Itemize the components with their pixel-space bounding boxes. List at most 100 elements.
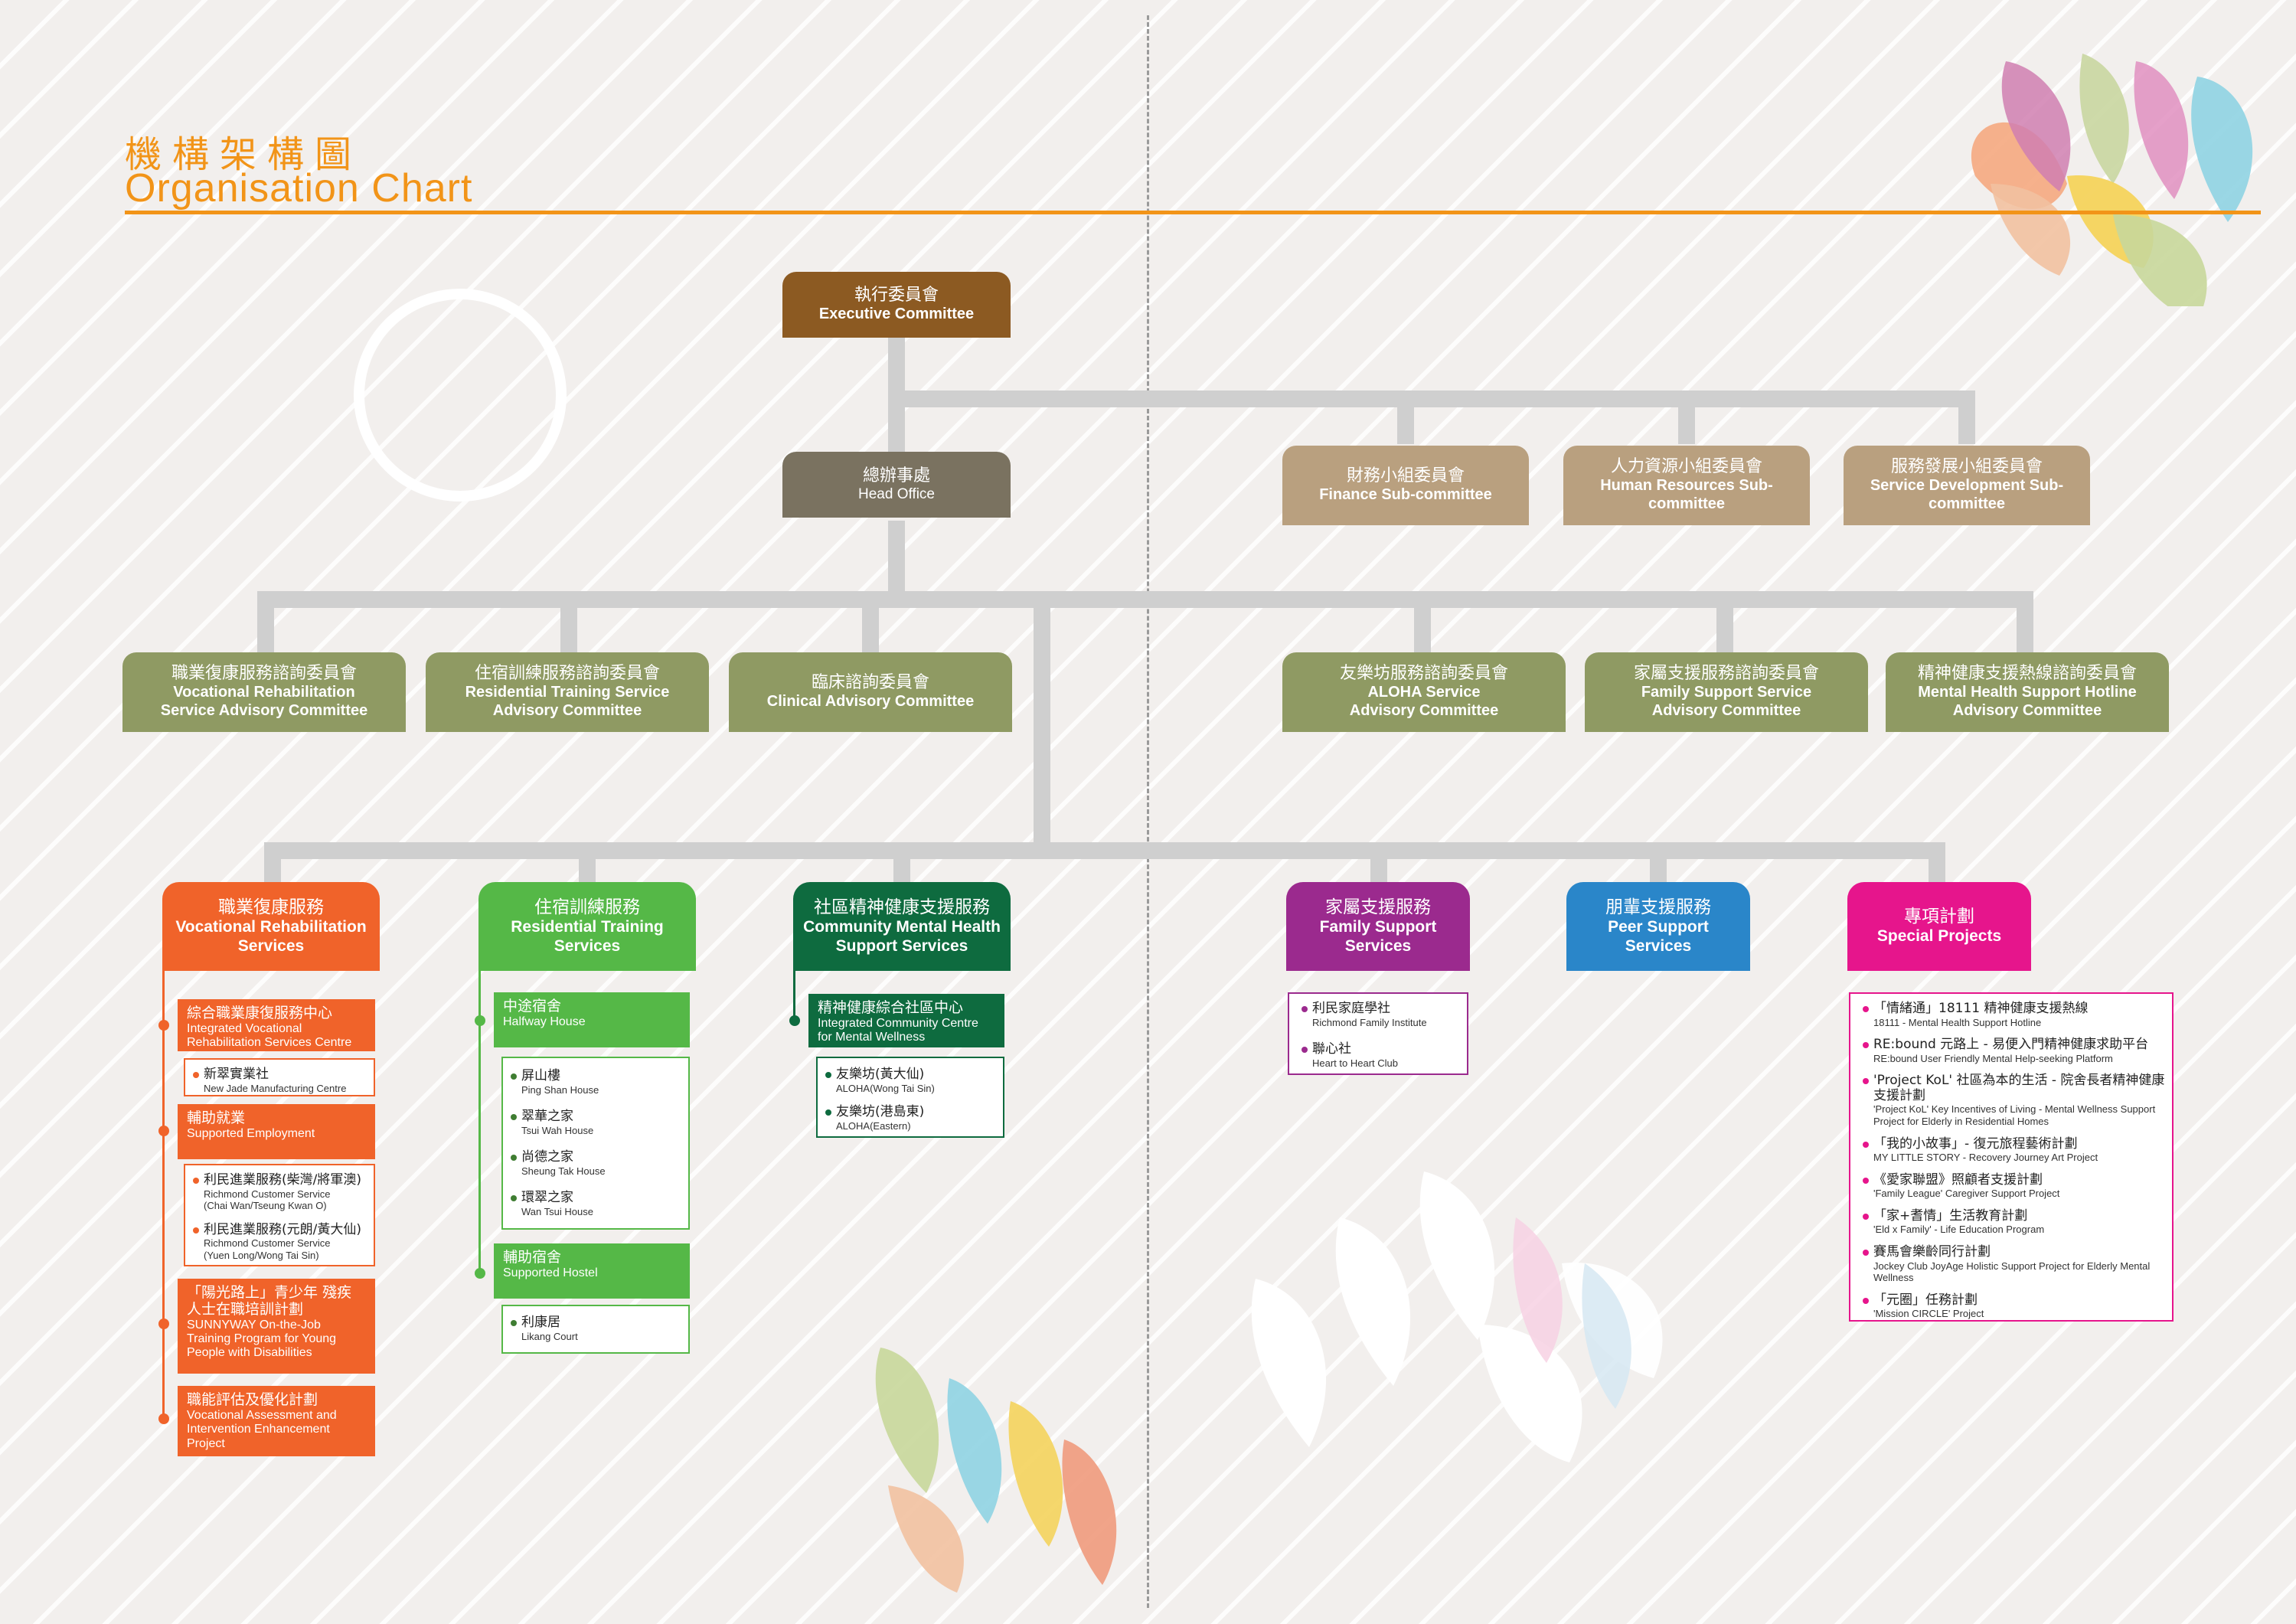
vocational-unit-3-en: SUNNYWAY On-the-Job Training Program for… [187,1318,337,1360]
list-item-zh: 聯心社 [1312,1041,1351,1057]
connector-adv-3 [862,591,879,652]
list-item-zh: 利民家庭學社 [1312,1001,1390,1016]
list-item-zh: 新翠實業社 [204,1067,269,1082]
advisory-hotline-box: 精神健康支援熱線諮詢委員會 Mental Health Support Hotl… [1886,652,2169,732]
connector-subcommittee-bar [888,390,1975,407]
connector-svc-5 [1650,842,1667,882]
connector-advisory-bar [257,591,2033,608]
list-item-zh: 「家+耆情」生活教育計劃 [1873,1207,2028,1224]
executive-committee-zh: 執行委員會 [854,286,939,306]
hr-subcommittee-zh: 人力資源小組委員會 [1610,457,1762,477]
vocational-unit-1-zh: 綜合職業康復服務中心 [187,1005,333,1021]
residential-unit-2-zh: 輔助宿舍 [503,1249,562,1266]
list-item-en: Wan Tsui House [521,1205,593,1217]
residential-unit-1-en: Halfway House [503,1015,586,1028]
hr-subcommittee-en: Human Resources Sub-committee [1600,477,1773,512]
residential-unit-1-dot [475,1015,485,1026]
list-item-zh: RE:bound 元路上 - 易便入門精神健康求助平台 [1873,1037,2149,1053]
vocational-unit-2-en: Supported Employment [187,1126,315,1140]
community-unit-1-zh: 精神健康綜合社區中心 [818,999,964,1016]
executive-committee-en: Executive Committee [818,306,975,323]
connector-services-bar [264,842,1945,859]
list-item-zh: 屏山樓 [521,1068,560,1083]
service-residential-zh: 住宿訓練服務 [534,897,640,917]
connector-finance [1397,390,1414,444]
list-item: 利民進業服務(元朗/黃大仙) Richmond Customer Service… [193,1221,364,1262]
vocational-unit-2-zh: 輔助就業 [187,1109,246,1126]
list-item-zh: 《愛家聯盟》照顧者支援計劃 [1873,1171,2043,1188]
list-item-zh: 友樂坊(黃大仙) [836,1067,925,1082]
service-special-zh: 專項計劃 [1904,907,1974,927]
head-office-zh: 總辦事處 [862,466,930,485]
vocational-unit-4-en: Vocational Assessment and Intervention E… [187,1408,337,1450]
vocational-unit-1-list: 新翠實業社 New Jade Manufacturing Centre [184,1058,375,1096]
residential-unit-2-list: 利康居 Likang Court [501,1305,690,1354]
decorative-petals-top-right [1971,54,2253,306]
connector-svc-4 [1370,842,1387,882]
list-item-zh: 利民進業服務(元朗/黃大仙) [204,1221,361,1237]
head-office-box: 總辦事處 Head Office [782,452,1011,518]
list-item-en: 'Family League' Caregiver Support Projec… [1873,1188,2060,1200]
service-family-box: 家屬支援服務 Family Support Services [1286,882,1470,971]
list-item-en: Sheung Tak House [521,1165,606,1177]
list-item: 《愛家聯盟》照顧者支援計劃 'Family League' Caregiver … [1863,1171,2166,1200]
advisory-residential-box: 住宿訓練服務諮詢委員會 Residential Training Service… [426,652,709,732]
connector-svc-6 [1929,842,1945,882]
list-item: 新翠實業社 New Jade Manufacturing Centre [193,1067,364,1094]
residential-branch-line [478,971,481,1277]
advisory-residential-en: Residential Training Service Advisory Co… [465,684,670,719]
list-item: 「我的小故事」- 復元旅程藝術計劃 MY LITTLE STORY - Reco… [1863,1135,2166,1164]
special-projects-list: 「情緒通」18111 精神健康支援熱線 18111 - Mental Healt… [1849,992,2174,1322]
list-item-en: New Jade Manufacturing Centre [204,1082,347,1094]
advisory-clinical-zh: 臨床諮詢委員會 [811,673,929,693]
vocational-unit-3-zh: 「陽光路上」青少年 殘疾人士在職培訓計劃 [187,1284,352,1318]
advisory-family-en: Family Support Service Advisory Committe… [1641,684,1812,719]
list-item: RE:bound 元路上 - 易便入門精神健康求助平台 RE:bound Use… [1863,1037,2166,1064]
list-item-en: RE:bound User Friendly Mental Help-seeki… [1873,1052,2113,1064]
service-family-en: Family Support Services [1319,917,1437,955]
list-item-zh: 「我的小故事」- 復元旅程藝術計劃 [1873,1135,2078,1152]
list-item: 賽馬會樂齡同行計劃 Jockey Club JoyAge Holistic Su… [1863,1243,2166,1284]
finance-subcommittee-en: Finance Sub-committee [1319,486,1492,504]
service-vocational-zh: 職業復康服務 [218,897,324,917]
service-special-en: Special Projects [1876,927,2002,946]
vocational-unit-2-dot [158,1126,169,1136]
list-item-zh: 'Project KoL' 社區為本的生活 - 院舍長者精神健康支援計劃 [1873,1073,2165,1103]
connector-service-dev [1958,390,1975,444]
connector-adv-4 [1414,591,1431,652]
list-item-zh: 「情緒通」18111 精神健康支援熱線 [1873,1001,2089,1016]
vocational-unit-4: 職能評估及優化計劃 Vocational Assessment and Inte… [178,1386,375,1456]
list-item-zh: 利康居 [521,1315,560,1330]
list-item-en: 'Eld x Family' - Life Education Program [1873,1224,2045,1236]
residential-unit-1: 中途宿舍 Halfway House [494,992,690,1047]
advisory-residential-zh: 住宿訓練服務諮詢委員會 [474,664,660,684]
list-item: 環翠之家 Wan Tsui House [511,1191,679,1217]
community-unit-1-list: 友樂坊(黃大仙) ALOHA(Wong Tai Sin) 友樂坊(港島東) AL… [816,1057,1004,1138]
advisory-aloha-box: 友樂坊服務諮詢委員會 ALOHA Service Advisory Commit… [1282,652,1566,732]
list-item-zh: 翠華之家 [521,1109,573,1125]
list-item-en-detail: (Yuen Long/Wong Tai Sin) [204,1249,319,1261]
service-family-zh: 家屬支援服務 [1325,897,1431,917]
connector-hr [1678,390,1695,444]
vocational-branch-line [162,971,165,1415]
decorative-white-leaves [1251,1171,1663,1462]
list-item-en: Richmond Customer Service [204,1237,331,1250]
page-title-english: Organisation Chart [125,166,473,211]
service-peer-box: 朋輩支援服務 Peer Support Services [1566,882,1750,971]
list-item-en: Likang Court [521,1330,578,1342]
advisory-hotline-en: Mental Health Support Hotline Advisory C… [1918,684,2137,719]
title-underline [125,211,2261,214]
advisory-vocational-zh: 職業復康服務諮詢委員會 [171,664,357,684]
connector-adv-2 [560,591,577,652]
advisory-aloha-en: ALOHA Service Advisory Committee [1349,684,1499,719]
community-unit-1-dot [789,1015,800,1026]
list-item-zh: 「元圈」任務計劃 [1873,1292,1978,1308]
list-item-zh: 賽馬會樂齡同行計劃 [1873,1243,1991,1260]
connector-adv-5 [1716,591,1733,652]
finance-subcommittee-zh: 財務小組委員會 [1346,466,1465,486]
service-dev-subcommittee-en: Service Development Sub-committee [1870,477,2064,512]
list-item-en: ALOHA(Wong Tai Sin) [836,1082,935,1094]
list-item-en: Richmond Customer Service [204,1188,331,1200]
residential-unit-2-dot [475,1268,485,1279]
